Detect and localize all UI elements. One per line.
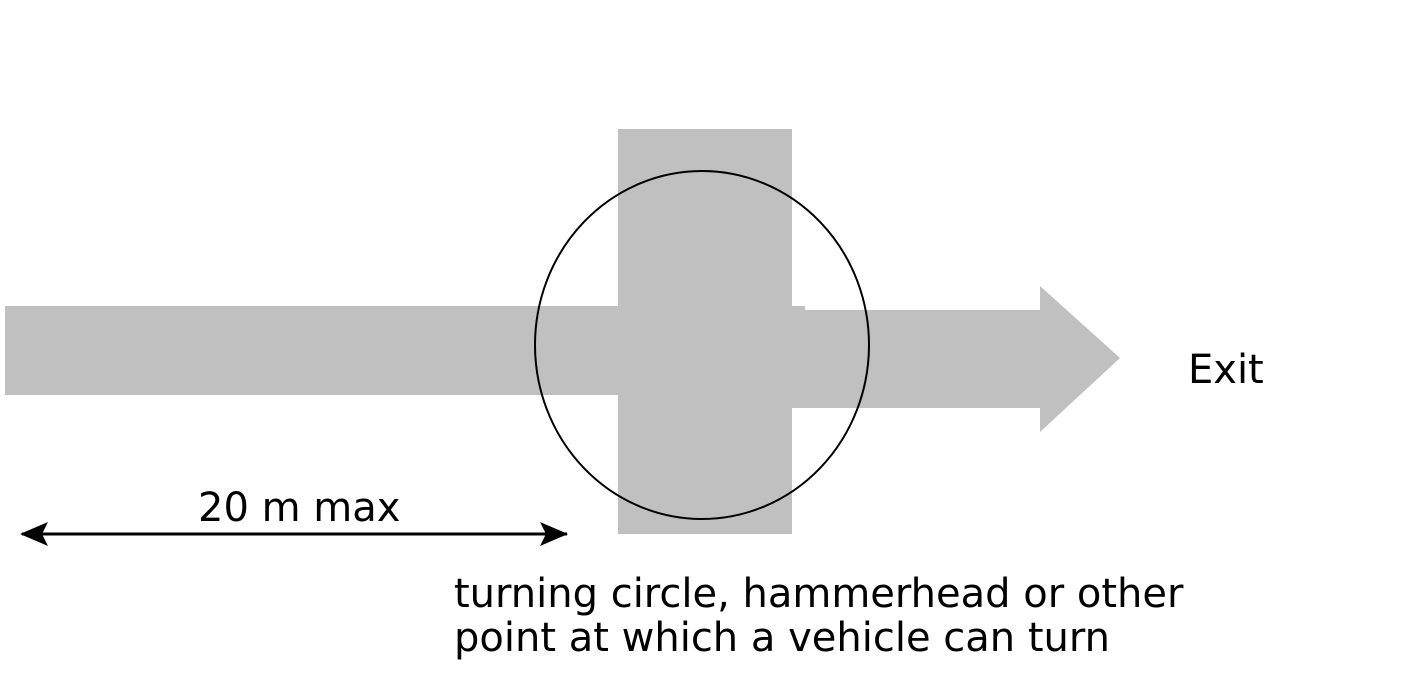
caption-line-1: turning circle, hammerhead or other (454, 571, 1184, 617)
turning-point-caption: turning circle, hammerhead or other poin… (454, 572, 1183, 660)
turning-circle (534, 170, 870, 520)
exit-label: Exit (1188, 347, 1264, 393)
dimension-arrowhead-left (20, 522, 48, 546)
distance-dimension (20, 522, 568, 546)
exit-arrow (790, 286, 1120, 432)
distance-label: 20 m max (198, 485, 401, 531)
access-road (5, 306, 620, 395)
dimension-arrowhead-right (540, 522, 568, 546)
caption-line-2: point at which a vehicle can turn (454, 615, 1110, 661)
hammerhead-bar (618, 129, 792, 534)
